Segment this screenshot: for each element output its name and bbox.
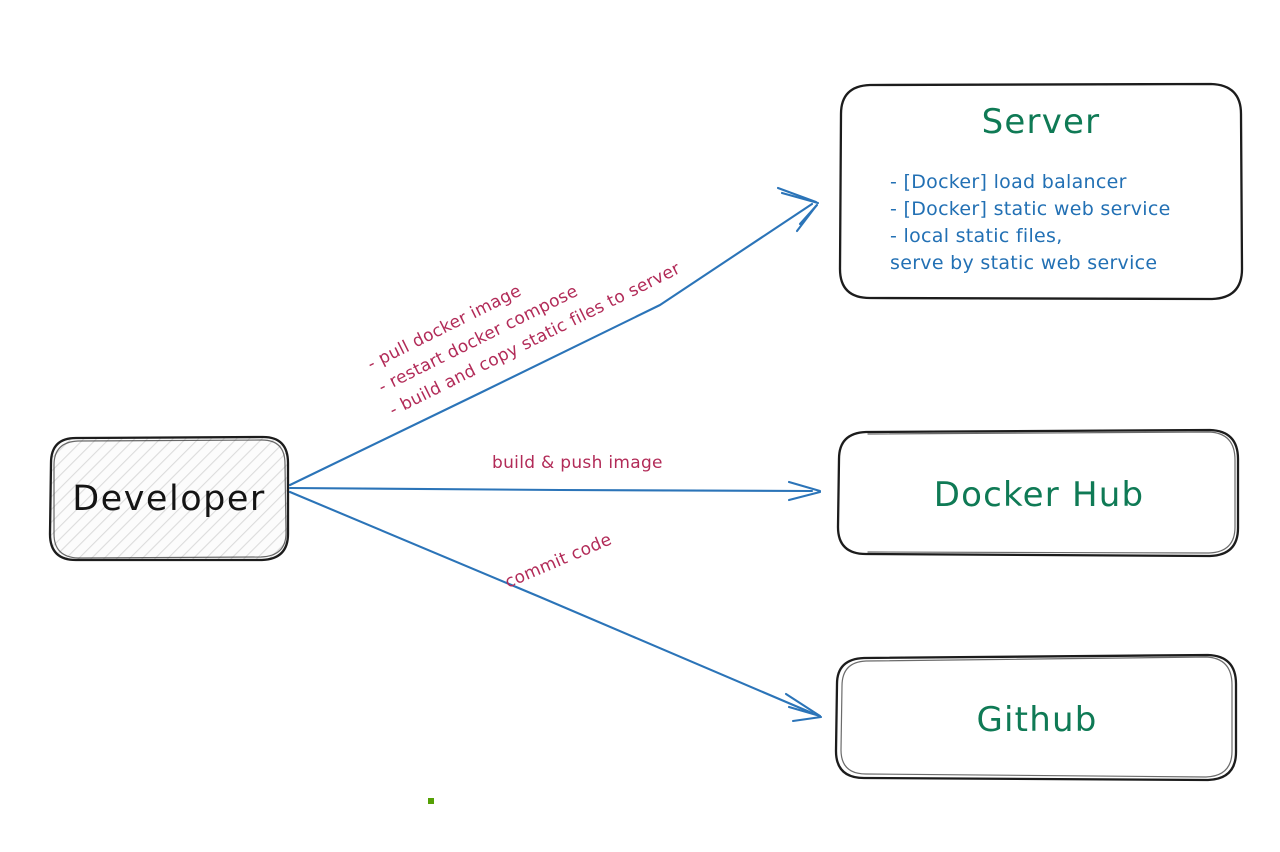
node-docker-hub[interactable]: Docker Hub <box>836 428 1240 558</box>
node-docker-hub-fill <box>838 430 1238 556</box>
node-developer-border-sketch <box>53 439 287 559</box>
node-server-label: Server <box>982 102 1101 142</box>
node-github[interactable]: Github <box>834 653 1238 782</box>
node-server[interactable]: Server - [Docker] load balancer - [Docke… <box>838 82 1244 301</box>
node-docker-hub-label: Docker Hub <box>934 475 1145 515</box>
node-server-item-1: - [Docker] static web service <box>890 198 1171 220</box>
edge-label-developer-to-docker-hub: build & push image <box>492 453 663 473</box>
edge-developer-to-docker-hub: build & push image <box>288 453 822 502</box>
node-docker-hub-border-sketch <box>867 431 1236 554</box>
node-server-item-0: - [Docker] load balancer <box>890 171 1127 193</box>
node-server-fill <box>840 84 1240 299</box>
node-github-label: Github <box>976 700 1097 740</box>
node-github-border <box>834 653 1238 782</box>
edge-developer-to-github: commit code <box>288 490 823 723</box>
node-server-border <box>838 82 1244 301</box>
node-developer-label: Developer <box>72 479 266 519</box>
stray-dot <box>428 798 434 804</box>
node-docker-hub-border <box>836 428 1240 558</box>
node-developer-fill <box>50 437 288 560</box>
edge-developer-to-server: - pull docker image - restart docker com… <box>288 186 820 487</box>
node-github-fill <box>836 655 1236 781</box>
node-github-border-sketch <box>840 656 1233 778</box>
node-server-item-2: - local static files, <box>890 225 1063 247</box>
edge-label-developer-to-github: commit code <box>502 530 615 593</box>
node-developer[interactable]: Developer <box>48 435 290 562</box>
node-server-item-3: serve by static web service <box>890 252 1157 274</box>
edge-label-developer-to-server: - pull docker image - restart docker com… <box>364 259 683 421</box>
node-developer-border <box>48 435 290 562</box>
